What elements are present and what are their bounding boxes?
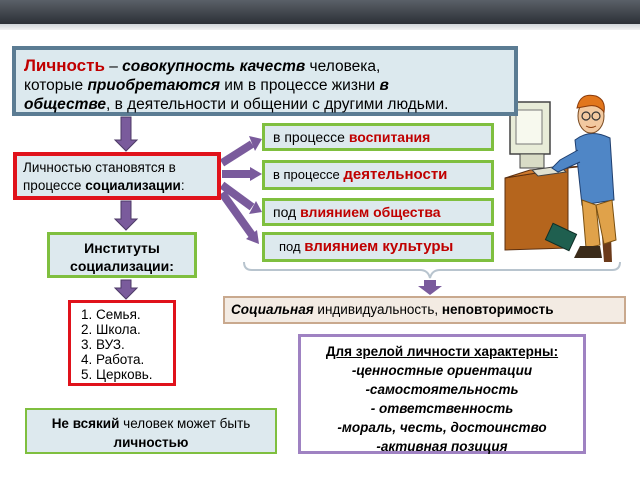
curly-brace <box>243 261 621 279</box>
arrow-head-3 <box>249 201 262 214</box>
definition-acquired: приобретаются <box>87 77 220 94</box>
way-prefix: под <box>273 204 301 220</box>
definition-rest1: человека, <box>305 58 381 75</box>
student-at-computer-illustration <box>504 94 617 262</box>
arrow-head-2 <box>250 167 262 181</box>
way-upbringing: в процессе воспитания <box>262 123 494 151</box>
not-every-bold2: личностью <box>113 435 189 450</box>
definition-line2a: которые <box>24 77 88 94</box>
list-item: 4. Работа. <box>81 352 145 367</box>
title-bar-shadow <box>0 24 640 30</box>
institutes-list: 1. Семья. 2. Школа. 3. ВУЗ. 4. Работа. 5… <box>68 300 176 386</box>
socialization-text1: Личностью становятся в <box>23 160 176 175</box>
list-item: 1. Семья. <box>81 307 141 322</box>
social-individuality-box: Социальная индивидуальность, неповторимо… <box>223 296 626 324</box>
arrow-down-3 <box>113 279 139 300</box>
mature-item: -ценностные ориентации <box>351 363 533 378</box>
arrow-down-2 <box>113 200 139 231</box>
arrow-head-1 <box>249 136 262 151</box>
socialization-bold: социализации <box>85 178 181 193</box>
arrow-fan-3 <box>219 181 255 211</box>
arrow-down-1 <box>113 116 139 152</box>
way-accent: влиянием общества <box>300 204 441 220</box>
way-society: под влиянием общества <box>262 198 494 226</box>
definition-qualities: совокупность качеств <box>122 58 306 75</box>
social-tail: неповторимость <box>441 302 554 317</box>
institutes-line1: Институты <box>84 240 160 256</box>
socialization-text2: процессе <box>23 178 86 193</box>
list-item: 3. ВУЗ. <box>81 337 125 352</box>
title-bar <box>0 0 640 24</box>
mature-item: -самостоятельность <box>365 382 519 397</box>
socialization-colon: : <box>180 178 185 193</box>
way-prefix: в процессе <box>273 129 349 145</box>
socialization-box: Личностью становятся в процессе социализ… <box>13 152 221 200</box>
way-activity: в процессе деятельности <box>262 160 494 190</box>
way-accent: воспитания <box>348 129 431 145</box>
mature-item: -активная позиция <box>376 439 508 454</box>
mature-title: Для зрелой личности характерны: <box>325 344 559 359</box>
personality-definition: Личность – совокупность качеств человека… <box>12 46 518 116</box>
list-item: 5. Церковь. <box>81 367 153 382</box>
mature-item: -мораль, честь, достоинство <box>337 420 547 435</box>
arrow-fan-4 <box>218 190 256 238</box>
mature-item: - ответственность <box>370 401 514 416</box>
definition-term: Личность <box>24 56 105 75</box>
definition-society: обществе <box>24 96 106 113</box>
institutes-box: Институты социализации: <box>47 232 197 278</box>
definition-dash: – <box>104 58 123 75</box>
arrow-to-social <box>418 280 442 295</box>
definition-line3b: , в деятельности и общении с другими люд… <box>105 96 449 113</box>
not-every-mid: человек может быть <box>119 416 251 431</box>
way-prefix: в процессе <box>273 167 344 182</box>
way-prefix: под <box>279 239 305 254</box>
way-culture: под влиянием культуры <box>262 232 494 262</box>
definition-in: в <box>379 77 389 94</box>
mature-personality-box: Для зрелой личности характерны: -ценност… <box>298 334 586 454</box>
arrow-head-4 <box>246 230 259 244</box>
list-item: 2. Школа. <box>81 322 141 337</box>
institutes-line2: социализации: <box>70 258 174 274</box>
social-lead: Социальная <box>231 302 314 317</box>
not-every-bold1: Не всякий <box>51 416 120 431</box>
way-accent: деятельности <box>343 166 448 183</box>
not-every-person-box: Не всякий человек может быть личностью <box>25 408 277 454</box>
way-accent: влиянием культуры <box>304 238 454 255</box>
definition-line2b: им в процессе жизни <box>219 77 380 94</box>
social-mid: индивидуальность, <box>313 302 442 317</box>
arrow-fan-1 <box>219 140 255 167</box>
